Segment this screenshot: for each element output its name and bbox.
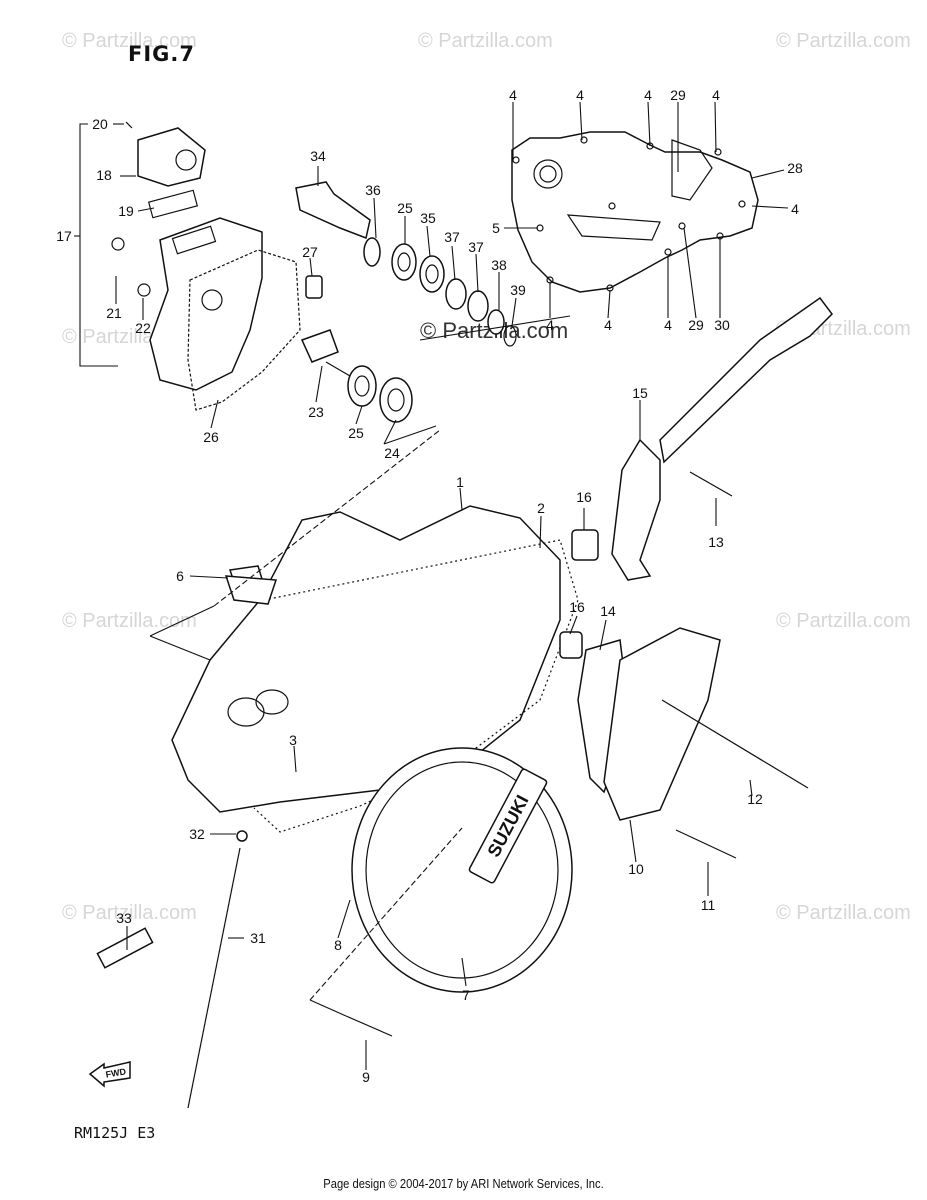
callout-14: 14 xyxy=(600,603,616,619)
callout-18: 18 xyxy=(96,167,112,183)
clutch-cover-assembly: SUZUKI xyxy=(96,296,833,1109)
watermark: © Partzilla.com xyxy=(62,902,197,924)
callout-1: 1 xyxy=(456,474,464,490)
callout-16: 16 xyxy=(576,489,592,505)
callout-15: 15 xyxy=(632,385,648,401)
callout-21: 21 xyxy=(106,305,122,321)
watermark: © Partzilla.com xyxy=(418,30,553,52)
callout-35: 35 xyxy=(420,210,436,226)
callout-24: 24 xyxy=(384,445,400,461)
callout-23: 23 xyxy=(308,404,324,420)
callout-labels: 1 2 3 4 4 4 4 4 4 4 4 4 5 6 7 8 9 10 11 … xyxy=(56,87,803,1085)
watermark: © Partzilla.com xyxy=(776,902,911,924)
callout-32: 32 xyxy=(189,826,205,842)
watermark: © Partzilla.com xyxy=(776,30,911,52)
callout-38: 38 xyxy=(491,257,507,273)
callout-12: 12 xyxy=(747,791,763,807)
callout-9: 9 xyxy=(362,1069,370,1085)
callout-36: 36 xyxy=(365,182,381,198)
callout-25: 25 xyxy=(348,425,364,441)
callout-10: 10 xyxy=(628,861,644,877)
callout-28: 28 xyxy=(787,160,803,176)
callout-5: 5 xyxy=(492,220,500,236)
callout-19: 19 xyxy=(118,203,134,219)
callout-20: 20 xyxy=(92,116,108,132)
watermark: © Partzilla.com xyxy=(776,610,911,632)
leader-lines xyxy=(113,101,789,1070)
callout-4: 4 xyxy=(576,87,584,103)
callout-26: 26 xyxy=(203,429,219,445)
callout-7: 7 xyxy=(462,987,470,1003)
callout-11: 11 xyxy=(701,897,716,913)
bracket-17 xyxy=(79,123,118,367)
callout-33: 33 xyxy=(116,910,132,926)
callout-31: 31 xyxy=(250,930,266,946)
callout-27: 27 xyxy=(302,244,318,260)
callout-37: 37 xyxy=(444,229,460,245)
callout-6: 6 xyxy=(176,568,184,584)
callout-2: 2 xyxy=(537,500,545,516)
callout-30: 30 xyxy=(714,317,730,333)
callout-13: 13 xyxy=(708,534,724,550)
callout-4: 4 xyxy=(546,317,554,333)
page-footer: Page design © 2004-2017 by ARI Network S… xyxy=(323,1176,604,1191)
callout-34: 34 xyxy=(310,148,326,164)
callout-4: 4 xyxy=(604,317,612,333)
watermark: © Partzilla.com xyxy=(62,610,197,632)
callout-25: 25 xyxy=(397,200,413,216)
callout-16: 16 xyxy=(569,599,585,615)
fwd-arrow-icon: FWD xyxy=(88,1061,131,1088)
callout-8: 8 xyxy=(334,937,342,953)
crankcase-cover-right xyxy=(511,131,759,293)
figure-title: FIG.7 xyxy=(128,42,195,66)
callout-29: 29 xyxy=(688,317,704,333)
callout-3: 3 xyxy=(289,732,297,748)
callout-17: 17 xyxy=(56,228,72,244)
callout-29: 29 xyxy=(670,87,686,103)
callout-4: 4 xyxy=(791,201,799,217)
callout-4: 4 xyxy=(644,87,652,103)
callout-37: 37 xyxy=(468,239,484,255)
callout-4: 4 xyxy=(712,87,720,103)
callout-22: 22 xyxy=(135,320,151,336)
fwd-label: FWD xyxy=(105,1066,127,1079)
model-code: RM125J E3 xyxy=(74,1124,156,1142)
water-pump-assembly xyxy=(111,121,517,423)
callout-4: 4 xyxy=(509,87,517,103)
watermark: © Partzilla.com xyxy=(62,30,197,52)
callout-39: 39 xyxy=(510,282,526,298)
callout-4: 4 xyxy=(664,317,672,333)
